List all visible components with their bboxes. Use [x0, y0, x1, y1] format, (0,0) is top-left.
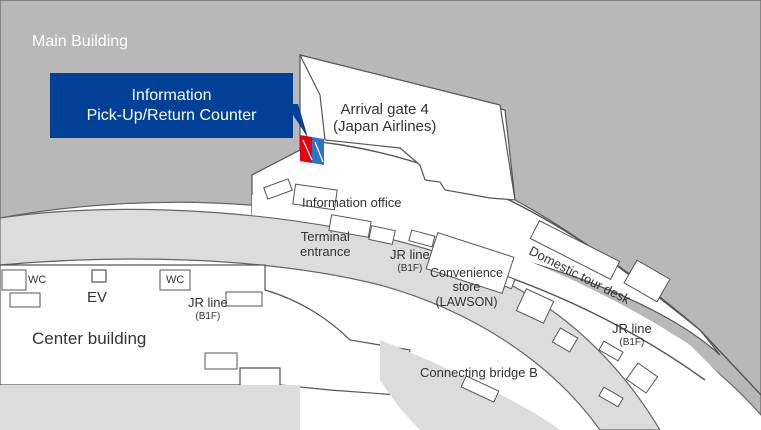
- walkway-band: [0, 208, 661, 430]
- center-building-label: Center building: [32, 329, 147, 348]
- wc-box-1: [1, 269, 27, 291]
- information-office-label: Information office: [302, 195, 402, 210]
- stairs-6: [225, 291, 263, 307]
- stairs-7: [9, 292, 41, 308]
- center-building-lower: [0, 385, 300, 430]
- terminal-box: [328, 214, 372, 238]
- stairs-4: [598, 340, 624, 362]
- stairs-5: [598, 386, 624, 408]
- terminal-entrance-label: Terminal entrance: [300, 229, 351, 260]
- jr-line-text-1: JR line: [390, 247, 430, 262]
- domestic-desk-box-2: [623, 259, 671, 303]
- center-room: [204, 352, 238, 370]
- ev-label: EV: [87, 289, 108, 306]
- domestic-desk-box: [529, 219, 621, 281]
- b1f-text-1: (B1F): [397, 262, 423, 274]
- jr-line-label-1: JR line (B1F): [390, 247, 430, 274]
- arrival-gate-line1: Arrival gate 4: [340, 101, 429, 118]
- convenience-line2: store: [452, 280, 481, 295]
- b1f-text-3: (B1F): [619, 336, 645, 348]
- arrival-gate-line2: (Japan Airlines): [333, 118, 437, 136]
- wc-label-1: WC: [28, 274, 47, 286]
- arrival-gate-label: Arrival gate 4 (Japan Airlines): [333, 101, 436, 136]
- terminal-line2: entrance: [300, 243, 351, 259]
- arrival-block: [298, 54, 516, 201]
- center-building: [0, 264, 411, 396]
- b1f-text-2: (B1F): [195, 310, 221, 322]
- kiosk-1: [368, 225, 396, 245]
- stairs-8: [460, 375, 500, 403]
- wc-label-2: WC: [166, 274, 185, 286]
- kiosk-2: [515, 288, 555, 324]
- jr-line-text-3: JR line: [612, 321, 652, 336]
- wc-box-2: [159, 269, 191, 291]
- info-office-box: [292, 183, 338, 211]
- callout-line1: Information: [131, 86, 212, 104]
- connecting-bridge-label: Connecting bridge B: [420, 365, 538, 380]
- ev-box: [91, 269, 107, 283]
- jr-line-label-3: JR line (B1F): [612, 321, 652, 348]
- jr-line-text-2: JR line: [188, 295, 228, 310]
- callout-line2: Pick-Up/Return Counter: [86, 106, 257, 124]
- pickup-counter-callout: Information Pick-Up/Return Counter: [50, 73, 293, 138]
- convenience-line3: (LAWSON): [435, 294, 498, 309]
- jr-line-label-2: JR line (B1F): [188, 295, 228, 322]
- convenience-box: [425, 231, 515, 295]
- convenience-line1: Convenience: [430, 266, 503, 280]
- pickup-counter-marker: [300, 135, 324, 165]
- terminal-line1: Terminal: [300, 229, 350, 244]
- kiosk-4: [625, 362, 659, 394]
- kiosk-3: [551, 327, 579, 353]
- main-building-label: Main Building: [32, 33, 129, 50]
- stairs-2: [408, 229, 436, 248]
- convenience-store-label: Convenience store (LAWSON): [430, 266, 503, 309]
- stairs-1: [263, 178, 293, 200]
